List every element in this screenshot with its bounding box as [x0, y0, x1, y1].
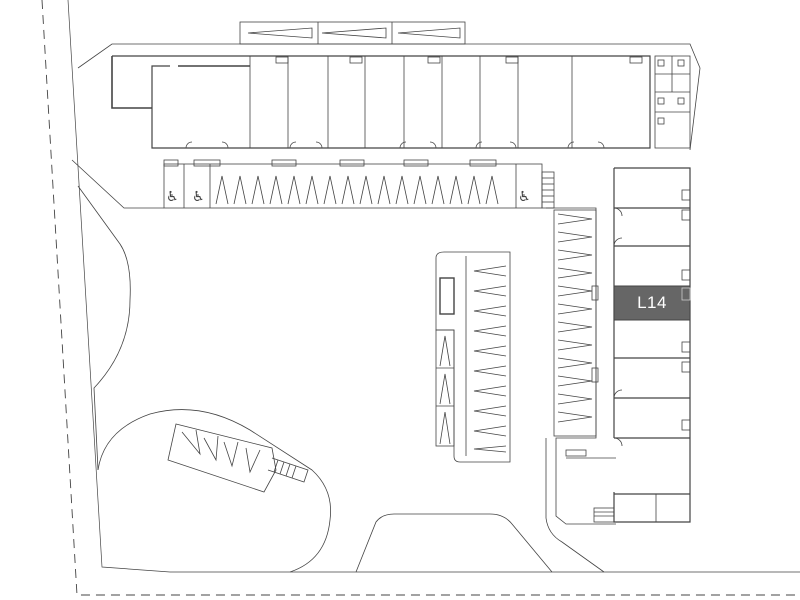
unit-l14[interactable]: [613, 285, 691, 321]
south-drive: [545, 438, 605, 573]
accessible-space-icon: ♿: [166, 189, 179, 205]
parking-island-center[interactable]: [435, 251, 511, 463]
north-edge: [77, 43, 701, 151]
parking-row-north[interactable]: [163, 159, 555, 209]
unit-l14-marker: [681, 287, 691, 301]
accessible-space-icon: ♿: [192, 189, 205, 205]
south-island: [355, 513, 553, 573]
parking-column-east[interactable]: [546, 207, 616, 525]
east-building[interactable]: [613, 167, 691, 523]
accessible-space-icon: ♿: [518, 189, 531, 205]
southwest-loop: [97, 409, 331, 573]
west-drive: [71, 159, 164, 471]
curb-line: [67, 0, 800, 573]
north-building[interactable]: [111, 55, 651, 149]
property-boundary: [41, 0, 800, 596]
service-block[interactable]: [654, 55, 691, 149]
top-structures: [239, 21, 466, 45]
parking-southwest[interactable]: [167, 423, 309, 493]
